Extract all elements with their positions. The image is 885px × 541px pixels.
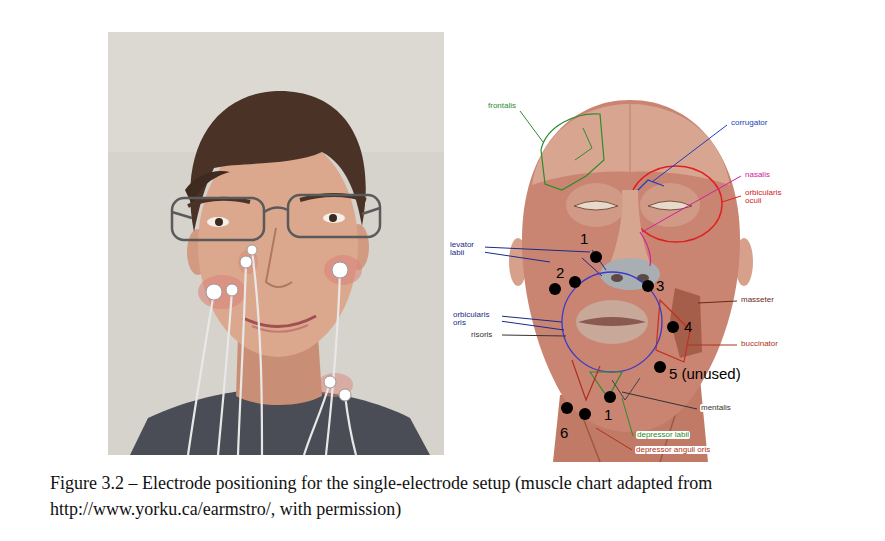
muscle-chart (574, 201, 618, 210)
electrode-dot (590, 251, 602, 263)
muscle-chart (578, 317, 646, 326)
muscle-label: depressor anguli oris (635, 446, 711, 454)
subject-photo (243, 316, 316, 327)
leader-lines (642, 176, 741, 232)
muscle-label: nasalis (744, 171, 771, 179)
subject-photo (215, 218, 223, 226)
muscle-label: risoris (470, 331, 493, 339)
muscle-label: mentalis (700, 404, 732, 412)
subject-photo (252, 325, 308, 332)
electrode-dot (579, 408, 591, 420)
leader-lines (500, 321, 564, 330)
electrode-dot (549, 283, 561, 295)
subject-photo (323, 213, 345, 223)
muscle-label: depressor labii (636, 431, 690, 439)
electrode-dot (549, 251, 679, 420)
muscle-label: frontalis (487, 102, 517, 110)
muscle-chart (640, 232, 651, 266)
electrode-dot (604, 391, 616, 403)
muscle-chart (562, 272, 662, 372)
leader-lines (483, 252, 550, 262)
muscle-label: buccinator (740, 340, 779, 348)
leader-lines (652, 125, 727, 182)
muscle-label: orbicularis oculi (744, 189, 792, 206)
leader-lines (520, 111, 543, 142)
electrode-dot (642, 280, 654, 292)
subject-photo (198, 133, 358, 357)
muscle-chart (566, 183, 626, 227)
subject-photo (288, 195, 380, 237)
muscle-label: masseter (740, 296, 775, 304)
muscle-chart (640, 183, 700, 227)
subject-photo (108, 32, 444, 455)
muscle-label: orbicularis oris (452, 311, 502, 328)
muscle-chart (630, 104, 631, 172)
subject-photo (266, 228, 292, 287)
subject-photo (108, 32, 444, 455)
leader-lines (502, 335, 566, 336)
muscle-chart (575, 128, 592, 160)
subject-photo (190, 91, 366, 232)
subject-photo (188, 199, 250, 206)
electrode-dot (654, 361, 666, 373)
callout-number: 3 (656, 278, 664, 293)
leader-lines (483, 247, 590, 252)
muscle-chart (509, 100, 753, 462)
muscle-label: corrugator (730, 119, 768, 127)
electrode-dot (561, 402, 573, 414)
muscle-chart (582, 250, 606, 276)
muscle-chart (532, 104, 730, 185)
subject-photo (207, 217, 229, 227)
leader-lines (698, 301, 737, 303)
subject-photo (362, 208, 380, 214)
leader-lines (688, 345, 737, 346)
muscle-label: levator labii (449, 241, 485, 258)
muscle-chart (576, 300, 648, 344)
subject-photo (329, 214, 337, 222)
leader-lines (622, 392, 697, 409)
leader-lines (622, 398, 633, 436)
leader-lines (483, 111, 741, 450)
leader-lines (500, 316, 562, 322)
subject-photo (172, 198, 264, 240)
muscle-chart (612, 378, 640, 400)
subject-photo (324, 255, 362, 285)
muscle-chart (572, 360, 600, 400)
muscle-chart (611, 274, 623, 282)
leader-lines (722, 196, 741, 202)
figure-caption: Figure 3.2 – Electrode positioning for t… (50, 470, 840, 522)
callout-number: 5 (unused) (669, 366, 741, 381)
callout-number: 1 (604, 407, 612, 422)
callout-number: 6 (560, 425, 568, 440)
subject-photo (172, 212, 192, 218)
leader-lines (596, 428, 632, 450)
callout-number: 1 (580, 231, 588, 246)
electrode-dot (667, 321, 679, 333)
subject-photo (264, 207, 288, 212)
callout-number: 2 (556, 265, 564, 280)
muscle-chart (648, 201, 692, 210)
callout-number: 4 (684, 319, 692, 334)
subject-photo (198, 275, 246, 309)
muscle-chart (541, 114, 604, 190)
muscle-chart (522, 100, 740, 432)
electrode-dot (569, 276, 581, 288)
